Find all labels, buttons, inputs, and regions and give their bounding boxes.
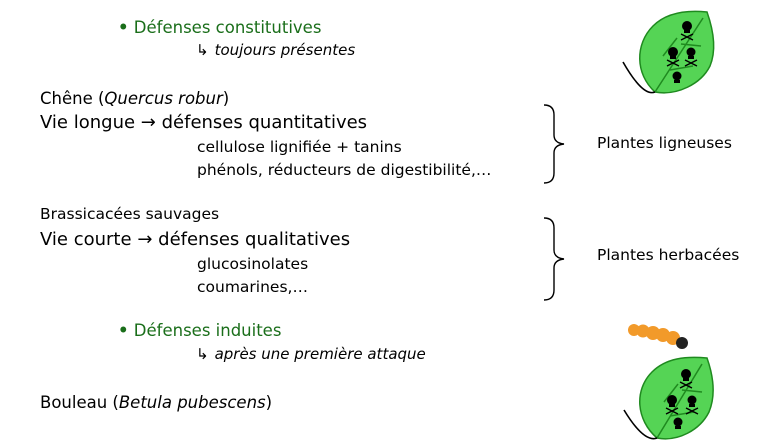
oak-life: Vie longue	[40, 112, 136, 133]
brace-herbacees	[543, 217, 565, 301]
brassica-defense: défenses qualitatives	[158, 229, 351, 250]
constitutive-heading: • Défenses constitutives	[118, 18, 321, 37]
oak-name-prefix: Chêne (	[40, 89, 105, 108]
caterpillar-icon	[628, 324, 688, 349]
oak-name: Chêne (Quercus robur)	[40, 89, 229, 108]
group-label-ligneuses: Plantes ligneuses	[597, 134, 732, 152]
right-arrow-icon: →	[140, 112, 156, 133]
induced-heading: • Défenses induites	[118, 321, 281, 340]
birch-name-suffix: )	[265, 393, 273, 412]
oak-item-1: cellulose lignifiée + tanins	[197, 138, 402, 156]
oak-defense: défenses quantitatives	[161, 112, 368, 133]
group-label-herbacees: Plantes herbacées	[597, 246, 740, 264]
constitutive-note: ↳ toujours présentes	[196, 41, 355, 59]
brassica-name: Brassicacées sauvages	[40, 205, 220, 223]
induced-title: Défenses induites	[133, 321, 282, 340]
oak-life-line: Vie longue → défenses quantitatives	[40, 112, 367, 133]
bullet: •	[118, 321, 129, 340]
birch-name: Bouleau (Betula pubescens)	[40, 393, 272, 412]
constitutive-note-text: toujours présentes	[214, 41, 356, 59]
induced-note: ↳ après une première attaque	[196, 345, 426, 363]
brace-ligneuses	[543, 104, 565, 184]
leaf-skull-icon	[622, 10, 715, 94]
bullet: •	[118, 18, 129, 37]
brassica-life: Vie courte	[40, 229, 132, 250]
right-arrow-icon: →	[137, 229, 153, 250]
hook-arrow-icon: ↳	[196, 41, 209, 59]
brassica-item-2: coumarines,…	[197, 278, 308, 296]
oak-item-2: phénols, réducteurs de digestibilité,…	[197, 161, 492, 179]
brassica-life-line: Vie courte → défenses qualitatives	[40, 229, 350, 250]
birch-name-prefix: Bouleau (	[40, 393, 119, 412]
constitutive-title: Défenses constitutives	[133, 18, 322, 37]
induced-note-text: après une première attaque	[214, 345, 426, 363]
birch-latin: Betula pubescens	[118, 393, 266, 412]
leaf-caterpillar-skull-icon	[623, 324, 714, 440]
oak-latin: Quercus robur	[104, 89, 223, 108]
brassica-item-1: glucosinolates	[197, 255, 309, 273]
hook-arrow-icon: ↳	[196, 345, 209, 363]
oak-name-suffix: )	[222, 89, 230, 108]
